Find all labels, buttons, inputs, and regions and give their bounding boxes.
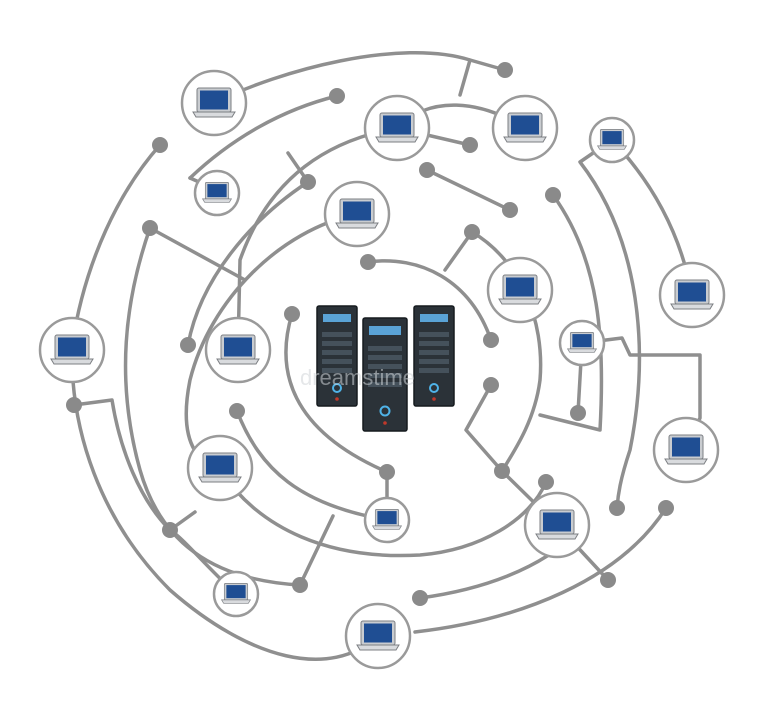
endpoint-dot <box>360 254 376 270</box>
laptop-icon <box>664 434 708 465</box>
server-center <box>362 317 408 432</box>
laptop-node <box>204 316 272 384</box>
endpoint-dot <box>419 162 435 178</box>
laptop-node <box>486 256 554 324</box>
endpoint-dot <box>412 590 428 606</box>
endpoint-dot <box>152 137 168 153</box>
endpoint-dot <box>229 403 245 419</box>
laptop-node <box>38 316 106 384</box>
endpoint-dot <box>483 377 499 393</box>
endpoint-dot <box>658 500 674 516</box>
endpoint-dot <box>483 332 499 348</box>
server-right <box>413 305 455 407</box>
laptop-node <box>344 602 412 670</box>
laptop-node <box>186 434 254 502</box>
watermark: dreamstime <box>300 365 415 390</box>
laptop-icon <box>375 112 419 143</box>
laptop-node <box>363 496 411 544</box>
laptop-nodes <box>38 69 726 670</box>
laptop-node <box>523 491 591 559</box>
laptop-icon <box>372 509 402 530</box>
endpoint-dot <box>379 464 395 480</box>
laptop-icon <box>670 279 714 310</box>
laptop-icon <box>198 452 242 483</box>
endpoint-dot <box>300 174 316 190</box>
endpoint-dot <box>497 62 513 78</box>
laptop-icon <box>221 583 251 604</box>
endpoint-dot <box>180 337 196 353</box>
server-left <box>316 305 358 407</box>
laptop-node <box>588 116 636 164</box>
server-rack <box>316 305 455 432</box>
laptop-icon <box>597 129 627 150</box>
laptop-node <box>180 69 248 137</box>
endpoint-dot <box>494 463 510 479</box>
endpoint-dot <box>538 474 554 490</box>
laptop-node <box>658 261 726 329</box>
endpoint-dot <box>292 577 308 593</box>
laptop-icon <box>503 112 547 143</box>
laptop-node <box>363 94 431 162</box>
endpoint-dot <box>162 522 178 538</box>
endpoint-dot <box>66 397 82 413</box>
laptop-icon <box>202 182 232 203</box>
endpoint-dot <box>329 88 345 104</box>
laptop-icon <box>216 334 260 365</box>
laptop-icon <box>498 274 542 305</box>
endpoint-dot <box>570 405 586 421</box>
laptop-node <box>193 169 241 217</box>
laptop-node <box>212 570 260 618</box>
endpoint-dot <box>462 137 478 153</box>
laptop-icon <box>50 334 94 365</box>
laptop-node <box>652 416 720 484</box>
endpoint-dot <box>609 500 625 516</box>
laptop-icon <box>335 198 379 229</box>
laptop-icon <box>192 87 236 118</box>
connection-endpoints <box>66 62 674 606</box>
laptop-icon <box>567 332 597 353</box>
laptop-icon <box>356 620 400 651</box>
endpoint-dot <box>464 224 480 240</box>
laptop-node <box>558 319 606 367</box>
laptop-node <box>491 94 559 162</box>
endpoint-dot <box>502 202 518 218</box>
endpoint-dot <box>284 306 300 322</box>
laptop-node <box>323 180 391 248</box>
endpoint-dot <box>600 572 616 588</box>
endpoint-dot <box>142 220 158 236</box>
endpoint-dot <box>545 187 561 203</box>
laptop-icon <box>535 509 579 540</box>
